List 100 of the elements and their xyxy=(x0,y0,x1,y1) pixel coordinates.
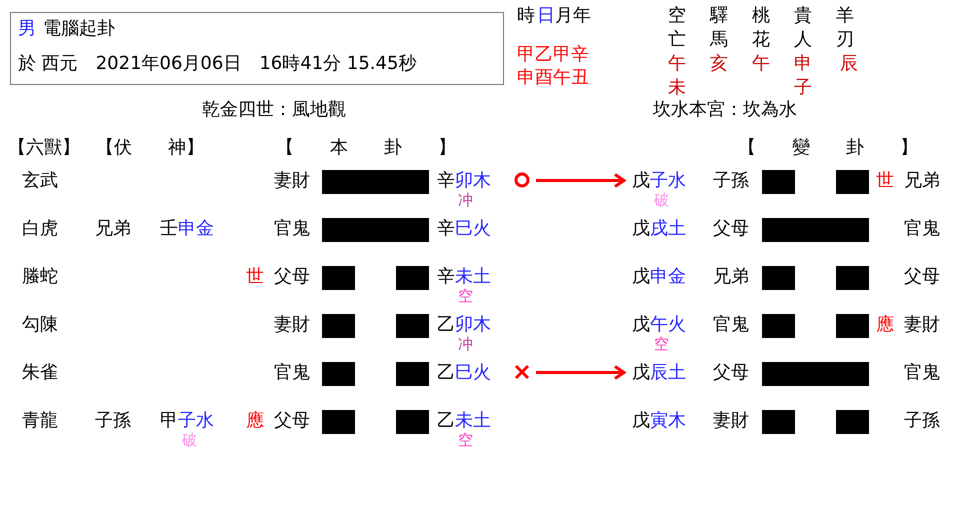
info-box xyxy=(10,12,504,85)
relation-label: 父母 xyxy=(274,266,310,288)
pillar-header: 時 xyxy=(517,5,535,27)
relation-label: 官鬼 xyxy=(713,314,749,336)
shensha-title: 羊 xyxy=(836,5,854,27)
status-mark: 破 xyxy=(182,432,197,449)
status-mark: 冲 xyxy=(458,192,473,209)
shensha-branch: 申 xyxy=(794,53,812,75)
relation-label: 妻財 xyxy=(904,314,940,336)
stem-label: 戊 xyxy=(632,314,650,336)
six-beast-label: 玄武 xyxy=(22,170,58,192)
status-mark: 空 xyxy=(654,336,669,353)
shensha-title: 人 xyxy=(794,29,812,51)
six-beast-label: 朱雀 xyxy=(22,362,58,384)
branch-element-label: 卯木 xyxy=(455,314,491,336)
datetime-label: 於 西元 2021年06月06日 16時41分 15.45秒 xyxy=(18,53,416,75)
branch-element-label: 寅木 xyxy=(650,410,686,432)
stem-label: 戊 xyxy=(632,170,650,192)
shensha-title: 馬 xyxy=(710,29,728,51)
shensha-branch: 午 xyxy=(752,53,770,75)
stem-label: 甲 xyxy=(160,410,178,432)
relation-label: 子孫 xyxy=(713,170,749,192)
relation-label: 官鬼 xyxy=(904,218,940,240)
relation-label: 官鬼 xyxy=(274,218,310,240)
relation-label: 兄弟 xyxy=(95,218,131,240)
relation-label: 兄弟 xyxy=(904,170,940,192)
shensha-title: 桃 xyxy=(752,5,770,27)
six-beast-label: 青龍 xyxy=(22,410,58,432)
cross-mark xyxy=(514,364,530,380)
pillar-header: 日 xyxy=(537,5,555,27)
column-header: 【六獸】 xyxy=(8,137,80,159)
six-beast-label: 白虎 xyxy=(22,218,58,240)
column-header: 【伏 神】 xyxy=(96,137,204,159)
hexagram-name: 乾金四世：風地觀 xyxy=(202,99,346,121)
branch-element-label: 辰土 xyxy=(650,362,686,384)
branch-element-label: 子水 xyxy=(650,170,686,192)
branch-element-label: 午火 xyxy=(650,314,686,336)
stem-label: 戊 xyxy=(632,266,650,288)
branch-element-label: 子水 xyxy=(178,410,214,432)
branch-element-label: 未土 xyxy=(455,410,491,432)
relation-label: 妻財 xyxy=(274,314,310,336)
shensha-branch: 子 xyxy=(794,77,812,99)
arrow xyxy=(536,365,626,380)
pillar-stems: 甲乙甲辛 xyxy=(517,44,589,66)
status-mark: 空 xyxy=(458,288,473,305)
relation-label: 子孫 xyxy=(904,410,940,432)
status-mark: 冲 xyxy=(458,336,473,353)
six-beast-label: 螣蛇 xyxy=(22,266,58,288)
pillar-header: 月年 xyxy=(555,5,591,27)
relation-label: 妻財 xyxy=(713,410,749,432)
stem-label: 辛 xyxy=(437,266,455,288)
column-header: 【 變 卦 】 xyxy=(738,137,918,159)
stem-label: 乙 xyxy=(437,314,455,336)
branch-element-label: 卯木 xyxy=(455,170,491,192)
shensha-title: 刃 xyxy=(836,29,854,51)
stem-label: 戊 xyxy=(632,362,650,384)
shensha-title: 花 xyxy=(752,29,770,51)
shensha-title: 空 xyxy=(668,5,686,27)
stem-label: 乙 xyxy=(437,410,455,432)
column-header: 【 本 卦 】 xyxy=(276,137,456,159)
gender-label: 男 xyxy=(18,18,36,40)
relation-label: 子孫 xyxy=(95,410,131,432)
relation-label: 官鬼 xyxy=(274,362,310,384)
shensha-title: 貴 xyxy=(794,5,812,27)
shi-ying-mark: 應 xyxy=(246,410,264,432)
branch-element-label: 未土 xyxy=(455,266,491,288)
palace-name: 坎水本宮：坎為水 xyxy=(653,99,797,121)
arrow xyxy=(536,173,626,188)
shi-ying-mark: 世 xyxy=(876,170,894,192)
branch-element-label: 巳火 xyxy=(455,362,491,384)
shensha-branch: 未 xyxy=(668,77,686,99)
shensha-title: 驛 xyxy=(710,5,728,27)
branch-element-label: 申金 xyxy=(650,266,686,288)
circle-mark xyxy=(514,172,530,188)
shi-ying-mark: 世 xyxy=(246,266,264,288)
status-mark: 破 xyxy=(654,192,669,209)
relation-label: 兄弟 xyxy=(713,266,749,288)
pillar-branches: 申酉午丑 xyxy=(517,67,589,89)
stem-label: 戊 xyxy=(632,410,650,432)
shensha-branch: 午 xyxy=(668,53,686,75)
stem-label: 辛 xyxy=(437,218,455,240)
status-mark: 空 xyxy=(458,432,473,449)
branch-element-label: 申金 xyxy=(178,218,214,240)
branch-element-label: 巳火 xyxy=(455,218,491,240)
stem-label: 乙 xyxy=(437,362,455,384)
branch-element-label: 戌土 xyxy=(650,218,686,240)
method-label: 電腦起卦 xyxy=(43,18,115,40)
relation-label: 妻財 xyxy=(274,170,310,192)
relation-label: 父母 xyxy=(713,362,749,384)
shensha-branch: 亥 xyxy=(710,53,728,75)
shensha-title: 亡 xyxy=(668,29,686,51)
stem-label: 壬 xyxy=(160,218,178,240)
relation-label: 父母 xyxy=(274,410,310,432)
relation-label: 父母 xyxy=(904,266,940,288)
six-beast-label: 勾陳 xyxy=(22,314,58,336)
relation-label: 父母 xyxy=(713,218,749,240)
relation-label: 官鬼 xyxy=(904,362,940,384)
shensha-branch: 辰 xyxy=(840,53,858,75)
shi-ying-mark: 應 xyxy=(876,314,894,336)
stem-label: 戊 xyxy=(632,218,650,240)
